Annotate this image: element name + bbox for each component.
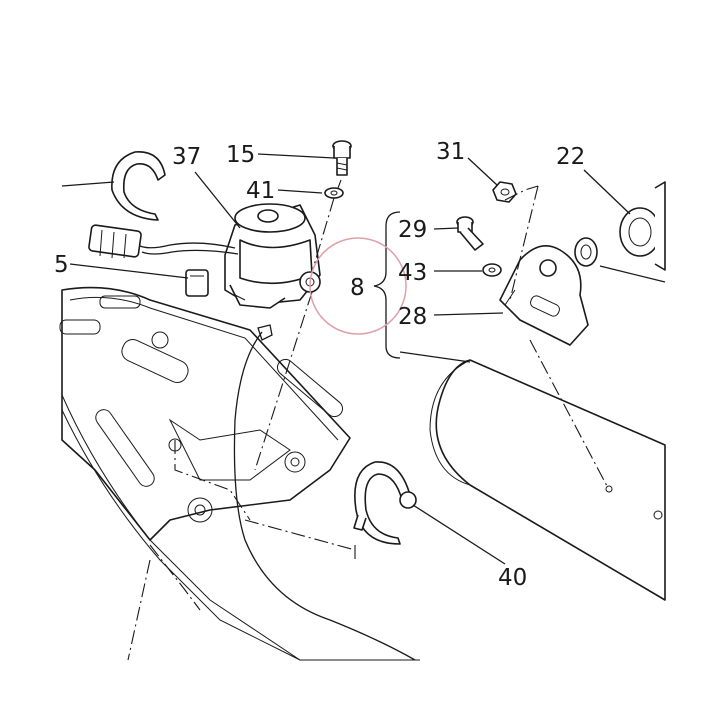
bolt-29 [456, 216, 484, 251]
pump-assembly [224, 203, 321, 309]
callout-5: 5 [54, 252, 69, 278]
body-panel [59, 286, 420, 661]
highlight-circle [309, 237, 407, 335]
callout-29: 29 [398, 217, 427, 243]
assembly-lines [127, 179, 609, 661]
callout-37: 37 [172, 144, 201, 170]
callout-43: 43 [398, 260, 427, 286]
clamp-top [111, 151, 166, 221]
cable [233, 331, 416, 661]
bracket-28 [499, 244, 589, 346]
washer-43 [482, 263, 502, 277]
washer-41 [324, 187, 344, 199]
leader-lines [61, 153, 666, 565]
bolt-15 [332, 140, 352, 176]
callout-8: 8 [350, 275, 365, 301]
callout-28: 28 [398, 304, 427, 330]
callout-15: 15 [226, 142, 255, 168]
connector [88, 224, 142, 259]
grommet-22 [574, 181, 666, 271]
callout-41: 41 [246, 178, 275, 204]
callout-22: 22 [556, 144, 585, 170]
callout-31: 31 [436, 139, 465, 165]
small-clip-5 [185, 269, 209, 297]
group-brace [373, 211, 401, 359]
callout-40: 40 [498, 565, 527, 591]
canister [429, 359, 666, 601]
clamp-40 [353, 461, 417, 545]
